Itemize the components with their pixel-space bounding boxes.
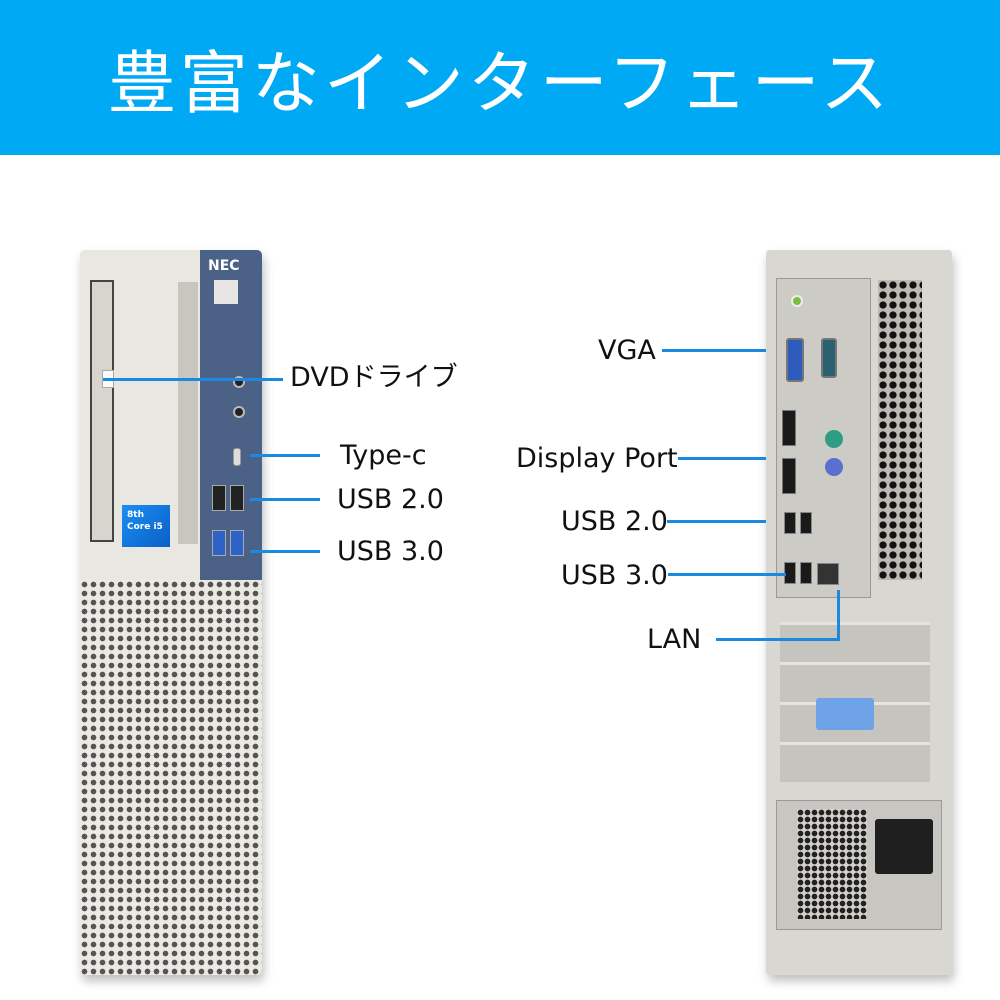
callout-line-displayport <box>678 457 766 460</box>
cpu-badge: 8th Core i5 <box>122 505 170 547</box>
page-title: 豊富なインターフェース <box>107 45 893 124</box>
displayport-icon <box>782 410 796 446</box>
cpu-model: Core i5 <box>127 522 163 532</box>
callout-line-type-c <box>250 454 320 457</box>
dvd-drive-bay <box>90 280 114 542</box>
cpu-generation: 8th <box>127 510 144 520</box>
callout-line-usb3-rear <box>668 573 786 576</box>
callout-line-dvd <box>103 378 283 381</box>
callout-label-displayport: Display Port <box>516 443 678 474</box>
expansion-slot <box>780 742 930 782</box>
callout-label-usb2-rear: USB 2.0 <box>561 506 668 537</box>
callout-label-usb3-front: USB 3.0 <box>337 536 444 567</box>
nec-logo: NEC <box>208 258 240 274</box>
callout-label-usb3-rear: USB 3.0 <box>561 560 668 591</box>
rear-vent <box>878 280 922 580</box>
audio-out-jack-icon <box>791 295 803 307</box>
headphone-jack-icon <box>233 406 245 418</box>
expansion-slot <box>780 662 930 702</box>
ps2-keyboard-port-icon <box>825 458 843 476</box>
slot-retention-clip <box>816 698 874 730</box>
rear-view-pc-image <box>766 250 952 975</box>
displayport-icon <box>782 458 796 494</box>
callout-label-usb2-front: USB 2.0 <box>337 484 444 515</box>
lan-port-icon <box>817 563 839 585</box>
callout-label-type-c: Type-c <box>340 440 427 471</box>
usb-type-c-port-icon <box>233 448 241 466</box>
rear-usb3-port-icon <box>800 562 812 584</box>
expansion-slot <box>780 622 930 662</box>
psu-grille <box>797 809 867 919</box>
usb2-port-icon <box>230 485 244 511</box>
usb3-port-icon <box>230 530 244 556</box>
callout-line-usb3-front <box>250 550 320 553</box>
front-io-panel: NEC <box>200 250 262 580</box>
serial-port-icon <box>821 338 837 378</box>
usb3-port-icon <box>212 530 226 556</box>
callout-label-dvd: DVDドライブ <box>290 362 458 393</box>
rear-usb2-port-icon <box>800 512 812 534</box>
callout-line-usb2-front <box>250 498 320 501</box>
rear-usb2-port-icon <box>784 512 796 534</box>
ps2-mouse-port-icon <box>825 430 843 448</box>
front-grille <box>80 580 262 975</box>
front-view-pc-image: 8th Core i5 NEC <box>80 250 262 975</box>
power-inlet-icon <box>875 819 933 874</box>
callout-line-vga <box>662 349 766 352</box>
power-button-icon <box>214 280 238 304</box>
callout-line-lan-vertical <box>837 590 840 641</box>
header-banner: 豊富なインターフェース <box>0 0 1000 155</box>
front-slot <box>178 282 198 544</box>
power-supply-unit <box>776 800 942 930</box>
callout-line-usb2-rear <box>667 520 766 523</box>
vga-port-icon <box>786 338 804 382</box>
callout-label-vga: VGA <box>598 335 656 366</box>
usb2-port-icon <box>212 485 226 511</box>
callout-label-lan: LAN <box>647 624 702 655</box>
callout-line-lan <box>716 638 840 641</box>
